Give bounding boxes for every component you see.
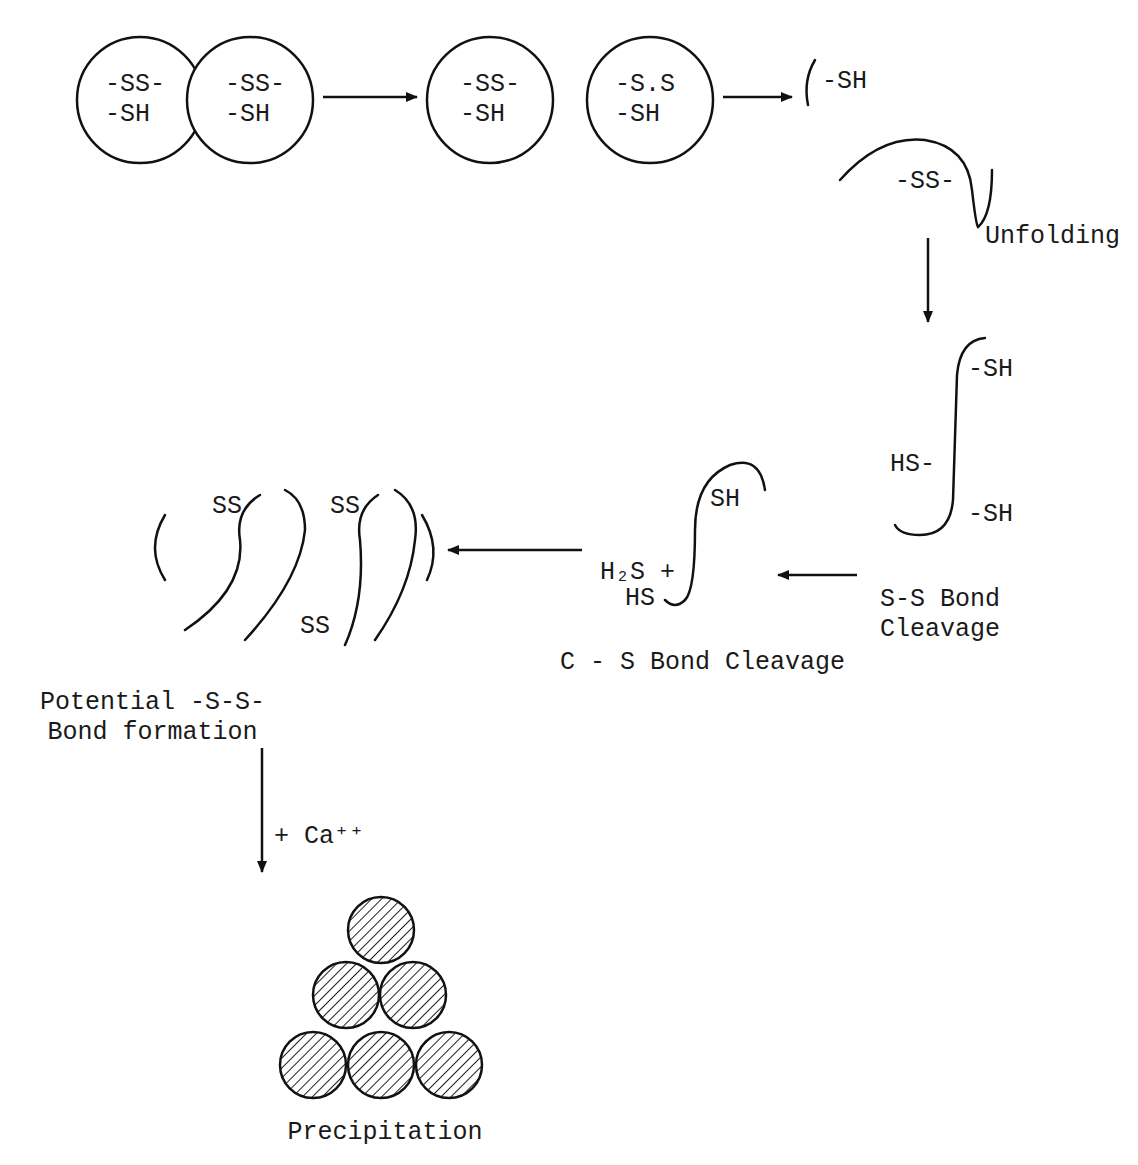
group-label: SS (300, 612, 330, 642)
reaction-arrow (448, 549, 582, 552)
process-label: S-S Bond Cleavage (880, 585, 1020, 645)
reagent-label: + Ca⁺⁺ (272, 822, 366, 852)
group-label: -SS- (895, 167, 955, 197)
group-label: H₂S + (600, 558, 675, 588)
reaction-arrow (261, 748, 264, 872)
group-label: SS (330, 492, 360, 522)
group-label: SS (212, 492, 242, 522)
cleaved-chain: H₂S + SH HS (590, 450, 770, 620)
process-label: Unfolding (985, 222, 1120, 252)
reduced-chain: -SH HS- -SH (865, 330, 1030, 545)
group-label: HS (625, 584, 655, 614)
reaction-arrow (323, 96, 417, 99)
group-label: -SH (968, 355, 1013, 385)
protein-circle: -S.S -SH (585, 35, 715, 165)
process-label: Potential -S-S- Bond formation (30, 688, 275, 748)
group-label: -S.S -SH (615, 70, 695, 130)
unfolded-chain: -SH -SS- (800, 55, 1000, 230)
group-label: -SS- -SH (460, 70, 540, 130)
group-label: -SH (822, 67, 867, 97)
protein-circle: -SS- -SH (75, 35, 205, 165)
precipitate-spheres: Precipitation (280, 880, 492, 1160)
protein-circle: -SS- -SH (425, 35, 555, 165)
reaction-arrow (723, 96, 792, 99)
process-label: C - S Bond Cleavage (560, 648, 845, 678)
reaction-arrow (927, 238, 930, 322)
node-caption: Precipitation (280, 1118, 490, 1148)
cleaved-chain-outline (590, 450, 770, 620)
protein-circle: -SS- -SH (185, 35, 315, 165)
group-label: SH (710, 485, 740, 515)
reaction-arrow (778, 574, 857, 577)
group-label: -SH (968, 500, 1013, 530)
group-label: -SS- -SH (225, 70, 305, 130)
group-label: -SS- -SH (105, 70, 185, 130)
group-label: HS- (890, 450, 935, 480)
